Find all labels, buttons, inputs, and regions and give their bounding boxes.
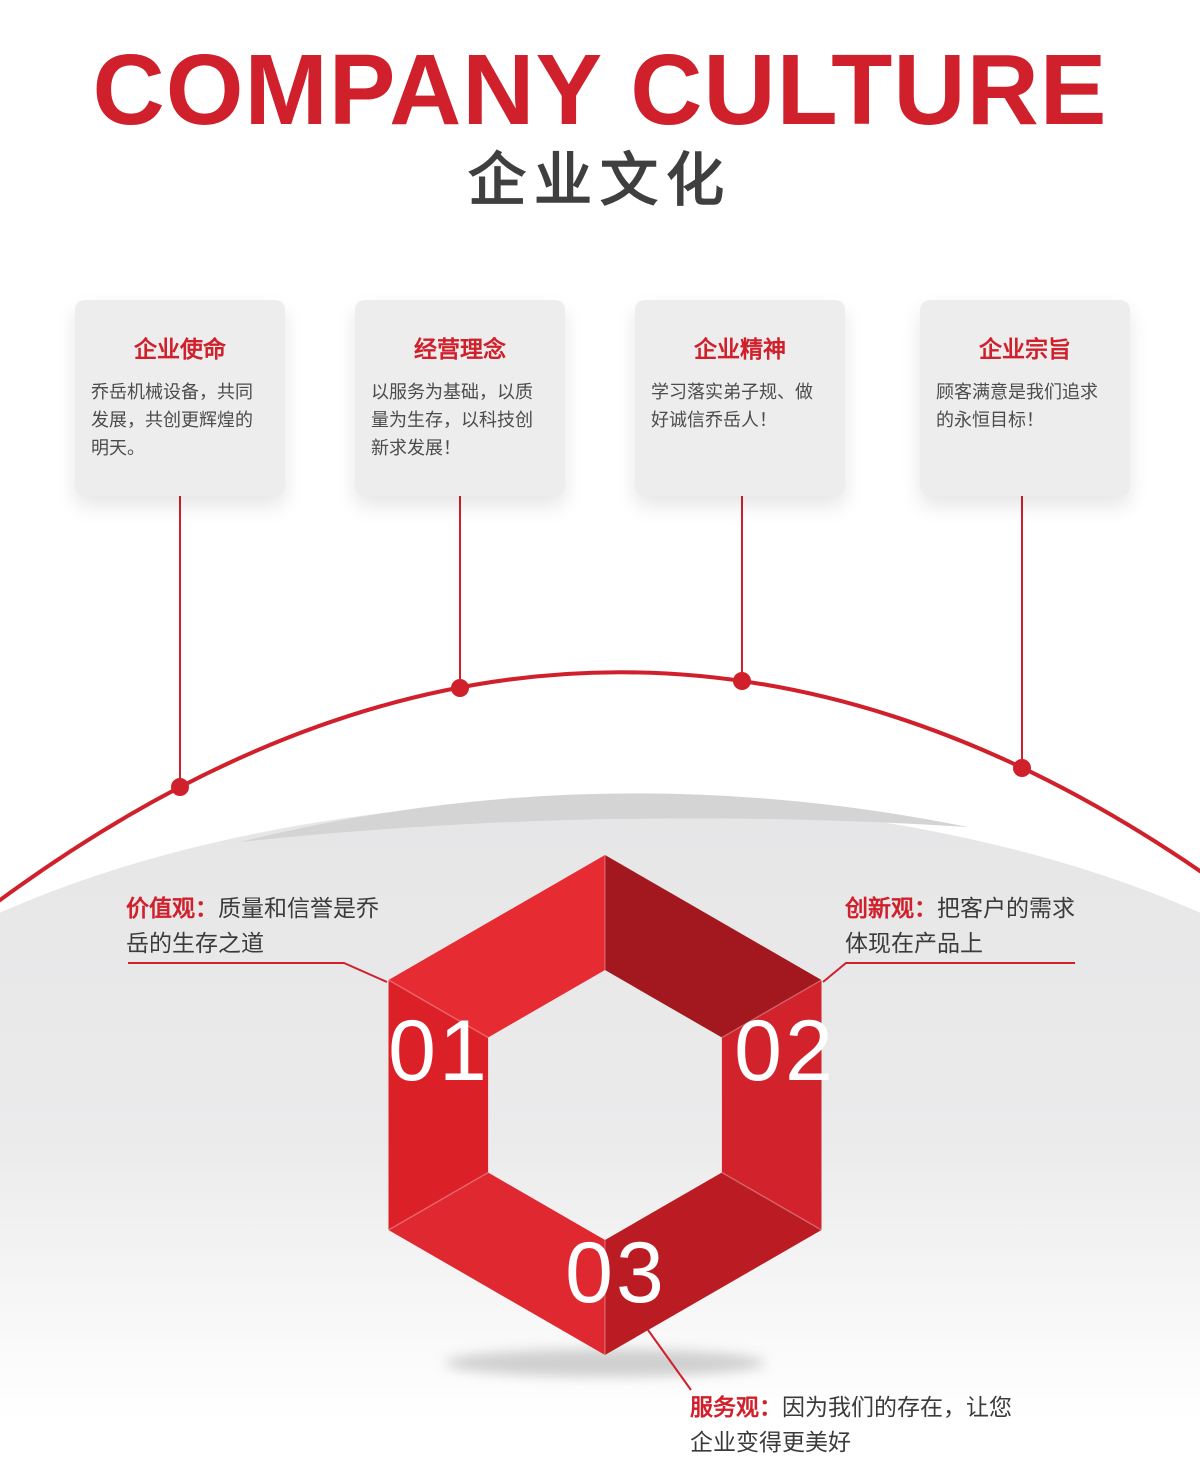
connector-dot-spirit: [733, 672, 751, 690]
card-spirit: 企业精神 学习落实弟子规、做好诚信乔岳人！: [635, 300, 845, 496]
card-tenet: 企业宗旨 顾客满意是我们追求的永恒目标！: [920, 300, 1130, 496]
hexagon-face-bottom-left: [388, 1172, 605, 1355]
leader-line-service: [647, 1329, 692, 1391]
red-arc: [0, 670, 1200, 903]
arc-shadow-swoosh: [240, 793, 968, 842]
label-service: 服务观：因为我们的存在，让您企业变得更美好: [690, 1390, 1028, 1459]
card-mission: 企业使命 乔岳机械设备，共同发展，共创更辉煌的明天。: [75, 300, 285, 496]
label-innovation: 创新观：把客户的需求体现在产品上: [845, 891, 1091, 960]
leader-line-innovation: [822, 962, 1075, 983]
hexagon-face-right: [721, 980, 822, 1230]
hexagon-shadow: [445, 1349, 765, 1377]
connector-dot-tenet: [1013, 759, 1031, 777]
card-tenet-body: 顾客满意是我们追求的永恒目标！: [936, 382, 1098, 430]
gray-dome: [0, 800, 1200, 1476]
hexagon-face-top-left: [388, 855, 605, 1038]
label-service-text: 因为我们的存在，让您企业变得更美好: [690, 1394, 1012, 1455]
label-values-text: 质量和信誉是乔岳的生存之道: [126, 895, 379, 956]
hexagon-face-bottom-right: [605, 1172, 822, 1355]
label-values-prefix: 价值观：: [126, 895, 218, 921]
card-philosophy-title: 经营理念: [414, 336, 506, 362]
card-philosophy: 经营理念 以服务为基础，以质量为生存，以科技创新求发展！: [355, 300, 565, 496]
label-service-prefix: 服务观：: [690, 1394, 782, 1420]
card-philosophy-body: 以服务为基础，以质量为生存，以科技创新求发展！: [371, 382, 533, 458]
hexagon-number-02: 02: [734, 1003, 836, 1099]
hexagon-number-03: 03: [565, 1225, 667, 1321]
hexagon-face-left: [388, 980, 489, 1230]
card-tenet-title: 企业宗旨: [979, 336, 1071, 362]
hexagon-ring: [388, 855, 822, 1355]
card-mission-body: 乔岳机械设备，共同发展，共创更辉煌的明天。: [91, 382, 253, 458]
page-subtitle: 企业文化: [467, 148, 732, 213]
hexagon-face-top-right: [605, 855, 822, 1038]
card-spirit-title: 企业精神: [694, 336, 786, 362]
label-values: 价值观：质量和信誉是乔岳的生存之道: [126, 891, 394, 960]
card-spirit-body: 学习落实弟子规、做好诚信乔岳人！: [651, 382, 813, 430]
hexagon-seams: [388, 855, 822, 1355]
page-title: COMPANY CULTURE: [92, 34, 1108, 146]
hexagon-number-01: 01: [388, 1003, 490, 1099]
leader-line-values: [128, 962, 388, 983]
label-innovation-prefix: 创新观：: [845, 895, 937, 921]
label-innovation-text: 把客户的需求体现在产品上: [845, 895, 1075, 956]
card-mission-title: 企业使命: [134, 336, 226, 362]
connector-dot-philosophy: [451, 679, 469, 697]
connector-dot-mission: [171, 778, 189, 796]
